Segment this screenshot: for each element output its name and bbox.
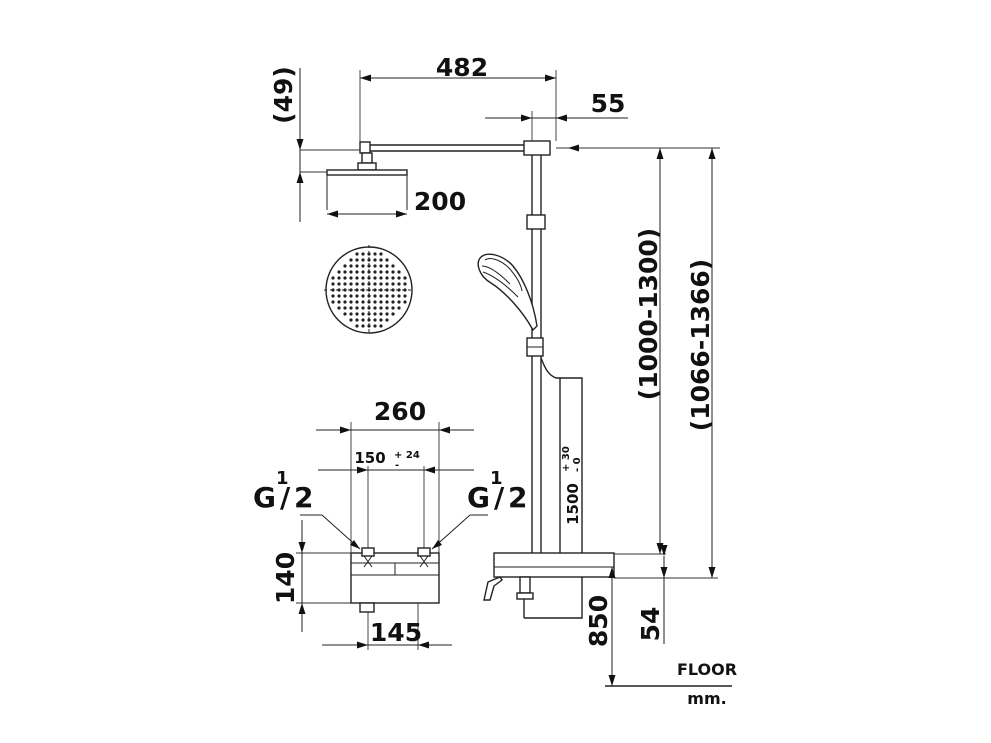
dim-body-width: 260 [374,397,426,426]
svg-text:2: 2 [294,481,313,514]
shelf-plate [524,357,583,619]
dim-body-height: 140 [271,552,300,604]
thread-label-left: G 1 / 2 [253,468,313,514]
dim-riser-tolerance-minus: - 0 [572,457,583,472]
dim-head-diameter: 200 [414,187,466,216]
overhead-shower-top-view [324,245,414,335]
dim-height-range-inner: (1000-1300) [634,228,663,400]
dim-riser: 1500 + 30 - 0 [561,446,583,525]
dim-outlet-offset: 54 [636,607,665,642]
svg-text:1: 1 [276,468,289,489]
dim-height-range-outer: (1066-1366) [686,259,715,431]
hand-shower [477,253,538,332]
svg-text:G: G [467,481,490,514]
dim-inlet-tolerance-plus: + 24 [394,450,420,461]
svg-text:2: 2 [508,481,527,514]
svg-text:G: G [253,481,276,514]
dim-wall-offset: 55 [591,89,626,118]
dim-riser-length: 1500 [564,483,582,525]
dim-body-depth: 145 [370,618,422,647]
dim-inlet-tolerance-minus: - [395,460,399,471]
riser-rail [526,155,546,553]
svg-text:1: 1 [490,468,503,489]
dim-inlet-spacing: 150 [354,449,385,467]
dim-mount-height: 850 [584,595,613,647]
svg-text:/: / [280,481,291,514]
svg-text:/: / [494,481,505,514]
dim-riser-tolerance-plus: + 30 [561,446,572,472]
thermostatic-mixer-side-view [483,552,615,618]
thread-label-right: G 1 / 2 [467,468,527,514]
thermostatic-mixer-front-view [350,547,440,613]
shower-nozzle-pattern [324,245,414,335]
overhead-shower-side-view [326,140,551,210]
dim-head-height: (49) [269,66,298,124]
dimension-lines [296,68,732,687]
units-label: mm. [687,689,726,708]
dim-arm-length: 482 [436,53,488,82]
dimension-arrowheads [296,74,716,686]
floor-label: FLOOR [677,660,737,679]
